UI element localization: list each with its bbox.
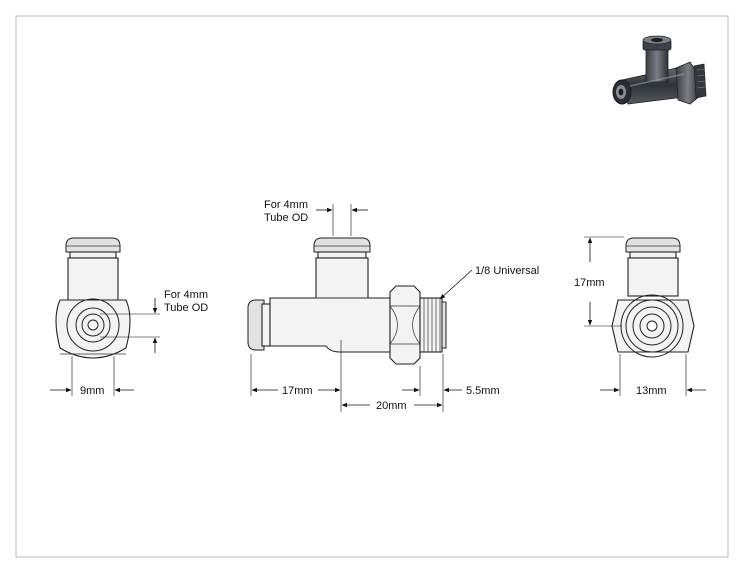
top-tube-label-line2: Tube OD	[264, 212, 308, 224]
right-height-label: 17mm	[574, 277, 605, 289]
fitting-3d-render	[612, 35, 707, 105]
front-left-length-dimension: 17mm	[250, 340, 342, 412]
front-view	[247, 237, 447, 365]
right-width-label: 13mm	[636, 385, 667, 397]
front-tube-od-dimension: For 4mm Tube OD	[264, 199, 368, 236]
left-tube-label-line1: For 4mm	[164, 289, 208, 301]
front-center-length-dimension: 20mm	[341, 354, 444, 412]
right-height-dimension: 17mm	[574, 236, 624, 327]
front-thread-length-dimension: 5.5mm	[402, 366, 500, 397]
thread-callout: 1/8 Universal	[439, 265, 539, 300]
left-width-label: 9mm	[80, 385, 104, 397]
right-width-dimension: 13mm	[600, 354, 706, 397]
front-center-length-label: 20mm	[376, 400, 407, 412]
left-tube-label-line2: Tube OD	[164, 302, 208, 314]
front-left-length-label: 17mm	[282, 385, 313, 397]
top-tube-label-line1: For 4mm	[264, 199, 308, 211]
left-end-view	[55, 237, 131, 359]
left-tube-od-dimension: For 4mm Tube OD	[100, 289, 208, 353]
sheet-border	[15, 15, 729, 558]
front-thread-length-label: 5.5mm	[466, 385, 500, 397]
thread-label: 1/8 Universal	[475, 265, 539, 277]
right-end-view	[611, 237, 695, 358]
left-width-dimension: 9mm	[50, 356, 134, 397]
